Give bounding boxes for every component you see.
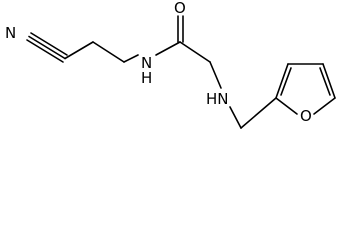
atom-labels: N N H O HN O [5,0,312,125]
bond-ch2-to-furan-c2 [240,97,277,129]
furan-bond-c2-c3 [275,63,289,99]
bond-amide-n-to-carbonyl-c [155,41,181,56]
bond-carbonyl-c-to-ch2 [179,41,211,63]
nitrile-triple-bond-line-1 [26,39,64,63]
amide-nitrogen-label: N [141,54,152,72]
bonds [26,15,336,129]
bond-ch2-to-ch2 [92,41,125,63]
nitrile-triple-bond-line-2 [28,35,66,60]
amine-hn-label: HN [206,90,229,108]
furan-double-bond-c2-c3-inner [280,67,292,96]
furan-double-bond-c4-c5-inner [319,67,331,96]
furan-bond-o-c2 [275,97,298,115]
chemical-structure-diagram: N N H O HN O [5,0,336,129]
bond-ch2-to-amine-n [209,61,222,89]
furan-oxygen-label: O [300,107,312,125]
amide-hydrogen-label: H [141,69,152,87]
furan-bond-c4-c5 [322,63,336,99]
furan-bond-c5-o [313,97,336,115]
bond-ch2-to-amide-n [123,54,139,63]
nitrile-triple-bond-line-3 [30,32,68,56]
bond-nitrile-c-to-ch2 [64,41,94,60]
nitrile-nitrogen-label: N [5,24,16,42]
carbonyl-oxygen-label: O [174,0,186,17]
bond-amine-n-to-ch2 [229,106,242,129]
